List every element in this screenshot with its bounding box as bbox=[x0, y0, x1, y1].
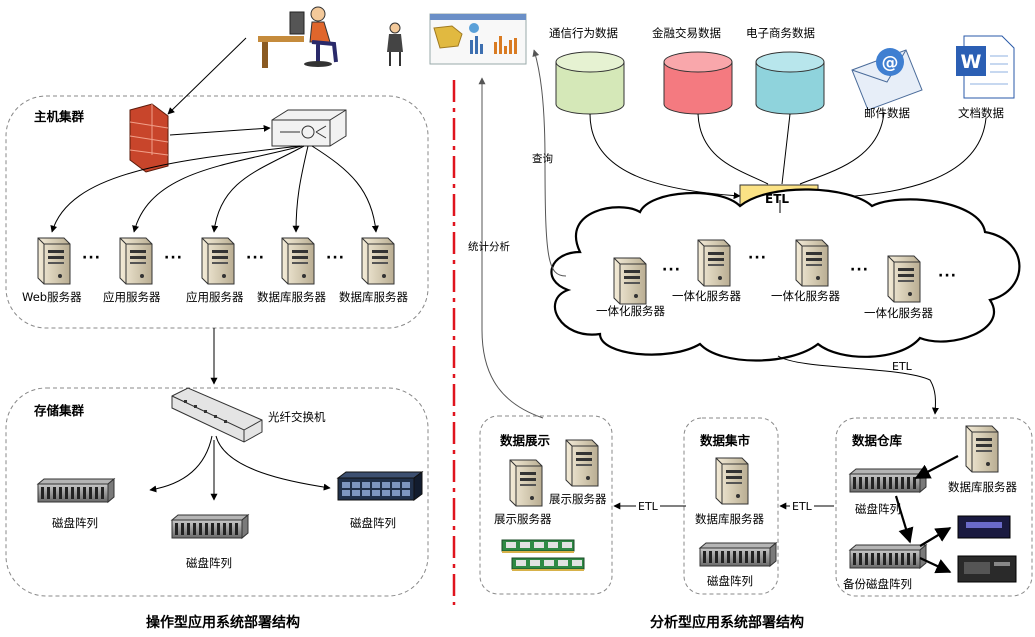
dashboard-screenshot-icon bbox=[429, 13, 527, 65]
backup-disk-array-icon bbox=[849, 544, 927, 569]
disk-array-icon bbox=[171, 514, 249, 539]
ellipsis: ··· bbox=[748, 250, 767, 266]
word-document-icon: W bbox=[956, 35, 1015, 99]
source-label: 文档数据 bbox=[958, 106, 1004, 120]
disk-array-icon bbox=[336, 471, 424, 501]
warehouse-disk-label: 磁盘阵列 bbox=[855, 502, 901, 516]
fiber-switch-icon bbox=[171, 387, 263, 443]
telecom-data-cylinder bbox=[555, 51, 625, 115]
ellipsis: ··· bbox=[82, 250, 101, 266]
display-server-icon bbox=[565, 439, 599, 487]
host-cluster-box bbox=[5, 95, 429, 329]
disk-array-icon bbox=[37, 478, 115, 503]
svg-text:W: W bbox=[961, 51, 982, 73]
etl-label: ETL bbox=[636, 500, 660, 513]
tape-drive-icon bbox=[957, 515, 1011, 539]
integration-cloud bbox=[550, 188, 1021, 362]
source-label: 电子商务数据 bbox=[746, 26, 815, 40]
display-server-label: 展示服务器 bbox=[494, 512, 552, 526]
server-label: 应用服务器 bbox=[186, 290, 244, 304]
mart-disk-array-icon bbox=[699, 542, 777, 567]
mart-title: 数据集市 bbox=[700, 433, 751, 448]
cloud-server-label: 一体化服务器 bbox=[596, 304, 665, 318]
source-label: 通信行为数据 bbox=[549, 26, 618, 40]
mart-disk-label: 磁盘阵列 bbox=[707, 574, 753, 588]
firewall-icon bbox=[129, 103, 169, 173]
disk-array-label: 磁盘阵列 bbox=[186, 556, 232, 570]
warehouse-title: 数据仓库 bbox=[852, 433, 903, 448]
source-label: 金融交易数据 bbox=[652, 26, 721, 40]
warehouse-db-server-icon bbox=[965, 425, 999, 473]
integrated-server-icon bbox=[613, 257, 647, 305]
query-label: 查询 bbox=[532, 153, 553, 165]
app-server-icon bbox=[201, 237, 235, 285]
ellipsis: ··· bbox=[246, 250, 265, 266]
integrated-server-icon bbox=[795, 239, 829, 287]
memory-module-icon bbox=[501, 539, 585, 571]
etl-box-label: ETL bbox=[765, 192, 790, 206]
mart-box bbox=[683, 417, 779, 595]
ellipsis: ··· bbox=[938, 268, 957, 284]
display-server-icon bbox=[509, 459, 543, 507]
etl-label: ETL bbox=[790, 500, 814, 513]
web-server-icon bbox=[37, 237, 71, 285]
db-server-icon bbox=[361, 237, 395, 285]
ellipsis: ··· bbox=[326, 250, 345, 266]
cloud-server-label: 一体化服务器 bbox=[672, 289, 741, 303]
ellipsis: ··· bbox=[850, 262, 869, 278]
host-cluster-title: 主机集群 bbox=[34, 109, 85, 124]
display-title: 数据展示 bbox=[500, 433, 551, 448]
etl-label: ETL bbox=[892, 360, 912, 373]
analyst-icon bbox=[387, 22, 403, 66]
left-caption: 操作型应用系统部署结构 bbox=[146, 615, 300, 631]
source-label: 邮件数据 bbox=[864, 106, 910, 120]
fiber-switch-label: 光纤交换机 bbox=[268, 410, 326, 424]
server-label: Web服务器 bbox=[22, 290, 82, 304]
server-label: 数据库服务器 bbox=[339, 290, 408, 304]
cloud-server-label: 一体化服务器 bbox=[771, 289, 840, 303]
storage-cluster-title: 存储集群 bbox=[34, 403, 85, 418]
mart-server-label: 数据库服务器 bbox=[695, 512, 764, 526]
cloud-server-label: 一体化服务器 bbox=[864, 306, 933, 320]
backup-disk-label: 备份磁盘阵列 bbox=[843, 577, 912, 591]
user-workstation-icon bbox=[258, 6, 338, 68]
tape-library-icon bbox=[957, 555, 1017, 583]
integrated-server-icon bbox=[887, 255, 921, 303]
storage-cluster-box bbox=[5, 387, 429, 597]
load-balancer-icon bbox=[271, 109, 347, 147]
stats-label: 统计分析 bbox=[468, 241, 510, 253]
warehouse-box bbox=[835, 417, 1033, 597]
right-caption: 分析型应用系统部署结构 bbox=[650, 615, 804, 631]
svg-text:@: @ bbox=[882, 53, 899, 73]
ellipsis: ··· bbox=[662, 262, 681, 278]
finance-data-cylinder bbox=[663, 51, 733, 115]
mart-db-server-icon bbox=[715, 457, 749, 505]
warehouse-disk-array-icon bbox=[849, 468, 927, 493]
server-label: 数据库服务器 bbox=[257, 290, 326, 304]
app-server-icon bbox=[119, 237, 153, 285]
mail-icon: @ bbox=[851, 48, 923, 111]
db-server-icon bbox=[281, 237, 315, 285]
ecommerce-data-cylinder bbox=[755, 51, 825, 115]
warehouse-server-label: 数据库服务器 bbox=[948, 480, 1017, 494]
server-label: 应用服务器 bbox=[103, 290, 161, 304]
disk-array-label: 磁盘阵列 bbox=[350, 516, 396, 530]
ellipsis: ··· bbox=[164, 250, 183, 266]
integrated-server-icon bbox=[697, 239, 731, 287]
display-server-label: 展示服务器 bbox=[549, 492, 607, 506]
disk-array-label: 磁盘阵列 bbox=[52, 516, 98, 530]
